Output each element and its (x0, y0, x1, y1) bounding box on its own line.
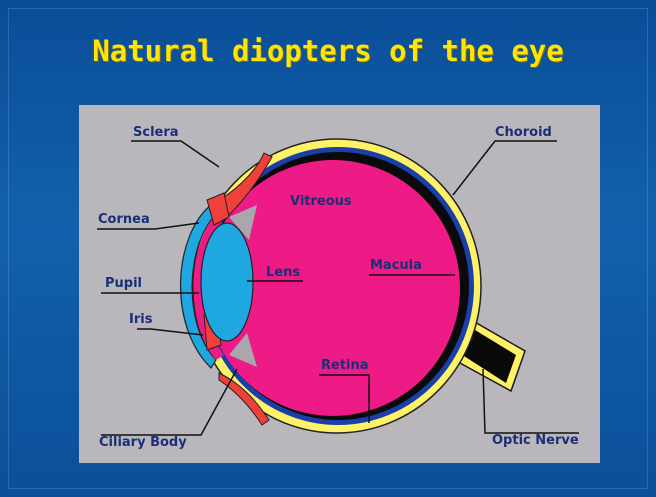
eye-diagram-svg: Sclera Choroid Vitreous Cornea Lens Macu… (79, 105, 600, 463)
slide-title: Natural diopters of the eye (0, 34, 656, 68)
label-optic-nerve: Optic Nerve (492, 433, 579, 448)
lens (201, 223, 253, 341)
label-vitreous: Vitreous (290, 194, 352, 209)
label-retina: Retina (321, 358, 369, 373)
label-cornea: Cornea (98, 212, 150, 227)
label-iris: Iris (129, 312, 153, 327)
label-macula: Macula (370, 258, 422, 273)
label-sclera: Sclera (133, 125, 179, 140)
label-choroid: Choroid (495, 125, 552, 140)
label-ciliary-body: Ciliary Body (99, 435, 187, 450)
eye-diagram: Sclera Choroid Vitreous Cornea Lens Macu… (79, 105, 600, 463)
label-lens: Lens (266, 265, 300, 280)
label-pupil: Pupil (105, 276, 142, 291)
